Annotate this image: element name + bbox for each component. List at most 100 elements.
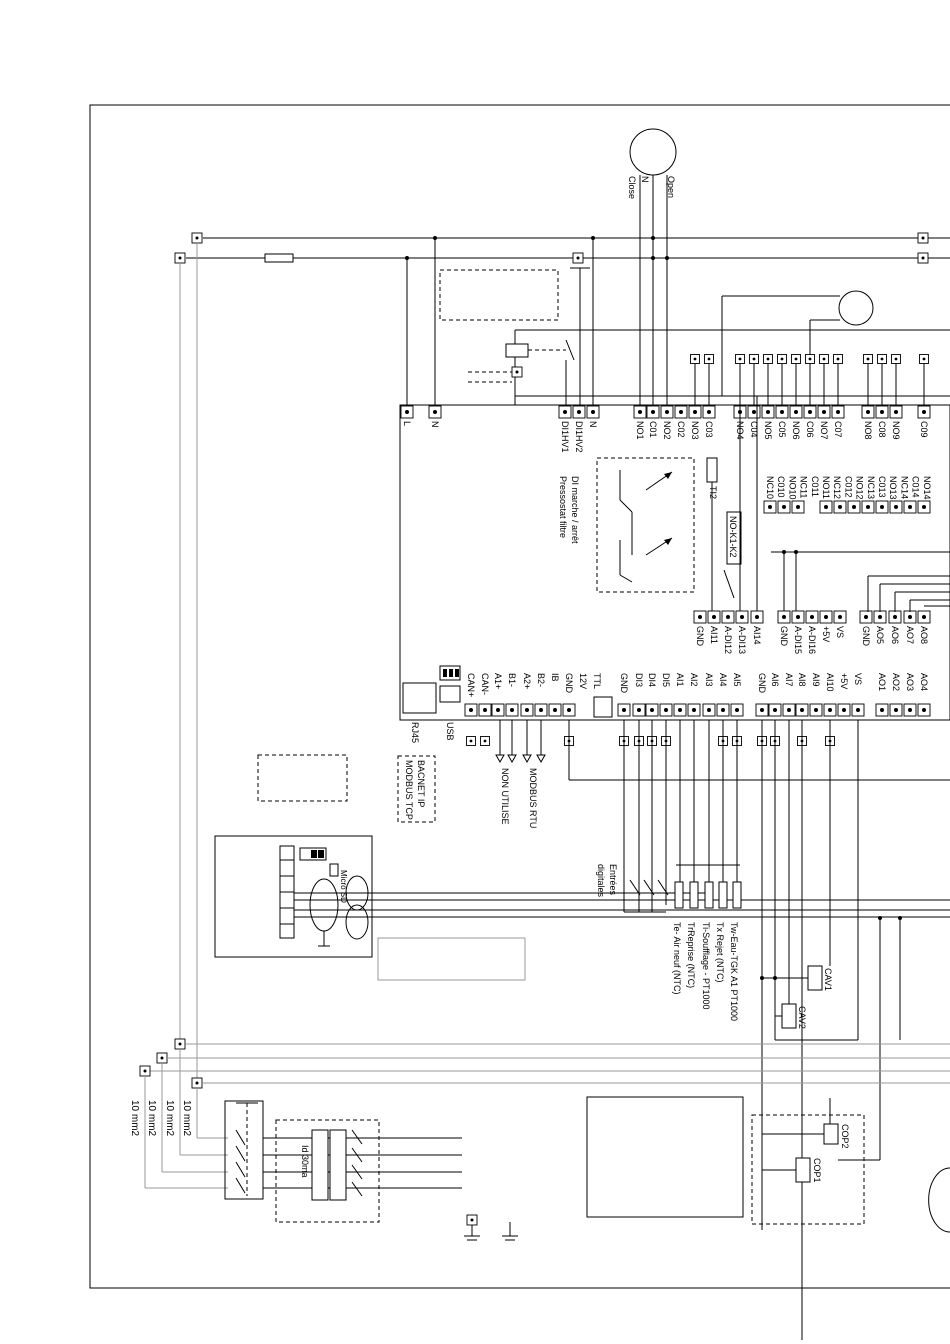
relay-terminal-screw — [836, 410, 840, 414]
nc-terminal-label: NO13 — [888, 476, 898, 500]
analog-terminal-label: AI6 — [770, 673, 780, 687]
mid-terminal-screw — [755, 615, 759, 619]
analog-terminal-label: AO1 — [877, 673, 887, 691]
comm-terminal-label: A2+ — [522, 673, 532, 689]
comm-terminal-label: B2- — [536, 673, 546, 687]
nc-terminal-label: C014 — [911, 476, 921, 498]
analog-terminal-screw — [894, 708, 898, 712]
relay-terminal-label: C02 — [676, 421, 686, 438]
analog-terminal-label: GND — [757, 673, 767, 694]
analog-terminal-screw — [664, 708, 668, 712]
nc-terminal-label: NC13 — [866, 476, 876, 499]
usb-label: USB — [445, 722, 455, 741]
di-header-label: DI1HV1 — [560, 421, 570, 453]
mid-terminal-screw — [740, 615, 744, 619]
analog-terminal-screw — [760, 708, 764, 712]
comm-terminal-screw — [525, 708, 529, 712]
nc-terminal-screw — [908, 505, 912, 509]
ttl-port[interactable] — [593, 696, 613, 718]
relay-terminal-label: C04 — [749, 421, 759, 438]
nc-terminal-label: C013 — [877, 476, 887, 498]
analog-terminal-screw — [880, 708, 884, 712]
di-header-terminal-screw — [591, 410, 595, 414]
mid-terminal-label: AO5 — [875, 626, 885, 644]
bacnet-box — [397, 755, 436, 823]
comm-terminal-label: TTL — [592, 673, 602, 689]
relay-terminal-screw — [894, 410, 898, 414]
microsd-label: Micro SD — [339, 870, 348, 903]
di-note-marche: DI marche / arrêt — [570, 476, 580, 544]
nc-terminal-label: NC11 — [799, 476, 809, 498]
mid-terminal-label: VS — [835, 626, 845, 638]
relay-terminal-label: C08 — [877, 421, 887, 438]
mid-terminal-screw — [838, 615, 842, 619]
cable-label: 10 mm2 — [146, 1100, 157, 1137]
cop1-label: COP1 — [812, 1158, 822, 1183]
analog-terminal-label: AI1 — [675, 673, 685, 687]
di-header-terminal-screw — [577, 410, 581, 414]
relay-terminal-label: NO8 — [863, 421, 873, 440]
cav-circuit: CAV1 CAV2 — [760, 720, 902, 1340]
comm-terminal-screw — [539, 708, 543, 712]
analog-terminal-label: AI4 — [718, 673, 728, 687]
lower-rails — [139, 1038, 950, 1189]
mid-terminal-label: AI11 — [709, 626, 719, 644]
analog-terminal-screw — [800, 708, 804, 712]
motor-n-label: N — [640, 176, 650, 183]
term-n-label: N — [430, 421, 440, 428]
mid-terminal-screw — [864, 615, 868, 619]
ao-fanout — [867, 575, 950, 612]
analog-terminal-screw — [692, 708, 696, 712]
analog-terminal-label: AI9 — [811, 673, 821, 687]
mid-terminal-screw — [878, 615, 882, 619]
upper-terminal-screw — [880, 357, 884, 361]
analog-terminal-screw — [842, 708, 846, 712]
upper-terminal-screw — [707, 357, 711, 361]
mid-terminal-label: +5V — [821, 626, 831, 642]
nc-terminal-screw — [922, 505, 926, 509]
analog-terminal-label: AO2 — [891, 673, 901, 691]
rj45-port[interactable] — [402, 682, 437, 714]
sensor-label: Tx Rejet (NTC) — [715, 922, 725, 983]
relay-terminal-label: NO1 — [635, 421, 645, 440]
analog-terminal-screw — [622, 708, 626, 712]
rcd-breaker: Id 30ma — [275, 1119, 380, 1223]
actuator-motor: Close N Open — [627, 128, 677, 405]
cav2-label: CAV2 — [797, 1006, 807, 1029]
nc-terminal-label: NC12 — [832, 476, 842, 499]
relay-terminal-label: C07 — [833, 421, 843, 438]
analog-terminal-screw — [773, 708, 777, 712]
usb-port[interactable] — [439, 685, 461, 703]
dashed-box-top — [439, 269, 559, 321]
nc-terminal-screw — [880, 505, 884, 509]
modbus-tcp-label: MODBUS TCP — [404, 760, 414, 820]
motor-close-label: Close — [627, 176, 637, 199]
relay-terminal-screw — [794, 410, 798, 414]
analog-terminal-label: AI2 — [689, 673, 699, 687]
upper-terminal-screw — [752, 357, 756, 361]
relay-terminal-label: NO9 — [891, 421, 901, 440]
cop2-label: COP2 — [840, 1124, 850, 1149]
analog-terminal-screw — [787, 708, 791, 712]
relay-terminal-screw — [866, 410, 870, 414]
relay-terminal-label: NO3 — [690, 421, 700, 440]
nc-terminal-screw — [838, 505, 842, 509]
nc-terminal-screw — [866, 505, 870, 509]
analog-terminal-screw — [650, 708, 654, 712]
sensor-label: Ti-Soufflage - PT1000 — [701, 922, 711, 1010]
relay-coil — [468, 252, 590, 405]
mid-terminal-label: A-DI13 — [737, 626, 747, 654]
analog-terminal-screw — [908, 708, 912, 712]
cable-label: 10 mm2 — [129, 1100, 140, 1137]
relay-terminal-label: NO7 — [819, 421, 829, 440]
relay-terminal-label: NO6 — [791, 421, 801, 440]
nc-terminal-label: NO11 — [821, 476, 831, 499]
upper-terminal-screw — [894, 357, 898, 361]
nc-terminal-label: C011 — [810, 476, 820, 497]
relay-terminal-screw — [638, 410, 642, 414]
comm-terminal-label: 12V — [578, 673, 588, 689]
